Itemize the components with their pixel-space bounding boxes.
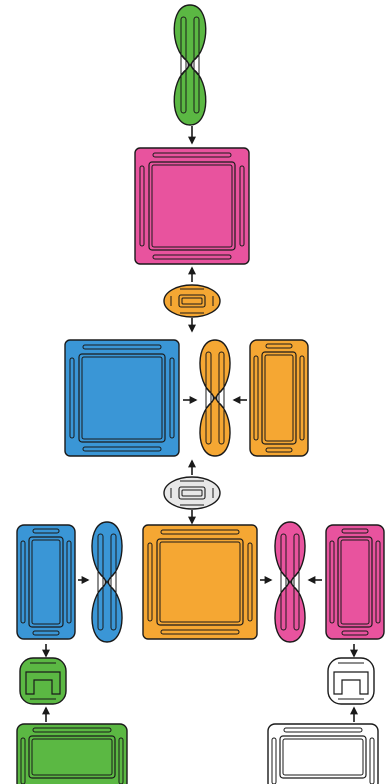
white-connector xyxy=(327,657,375,705)
green-twin-oval xyxy=(173,4,207,126)
blue-large-square xyxy=(64,339,180,457)
white-small-oval xyxy=(163,476,221,510)
green-wide-rect xyxy=(16,723,128,784)
orange-twin-oval xyxy=(199,339,231,457)
magenta-large-square xyxy=(134,147,250,265)
magenta-twin-oval xyxy=(274,521,306,643)
orange-small-oval xyxy=(163,284,221,318)
pieces-layer xyxy=(16,4,385,784)
magenta-tall-rect xyxy=(325,524,385,640)
blue-tall-rect xyxy=(16,524,76,640)
orange-large-square xyxy=(142,524,258,640)
blue-twin-oval xyxy=(91,521,123,643)
orange-tall-rect xyxy=(249,339,309,457)
arrows-layer xyxy=(42,126,358,722)
green-connector xyxy=(19,657,67,705)
white-wide-rect xyxy=(267,723,379,784)
